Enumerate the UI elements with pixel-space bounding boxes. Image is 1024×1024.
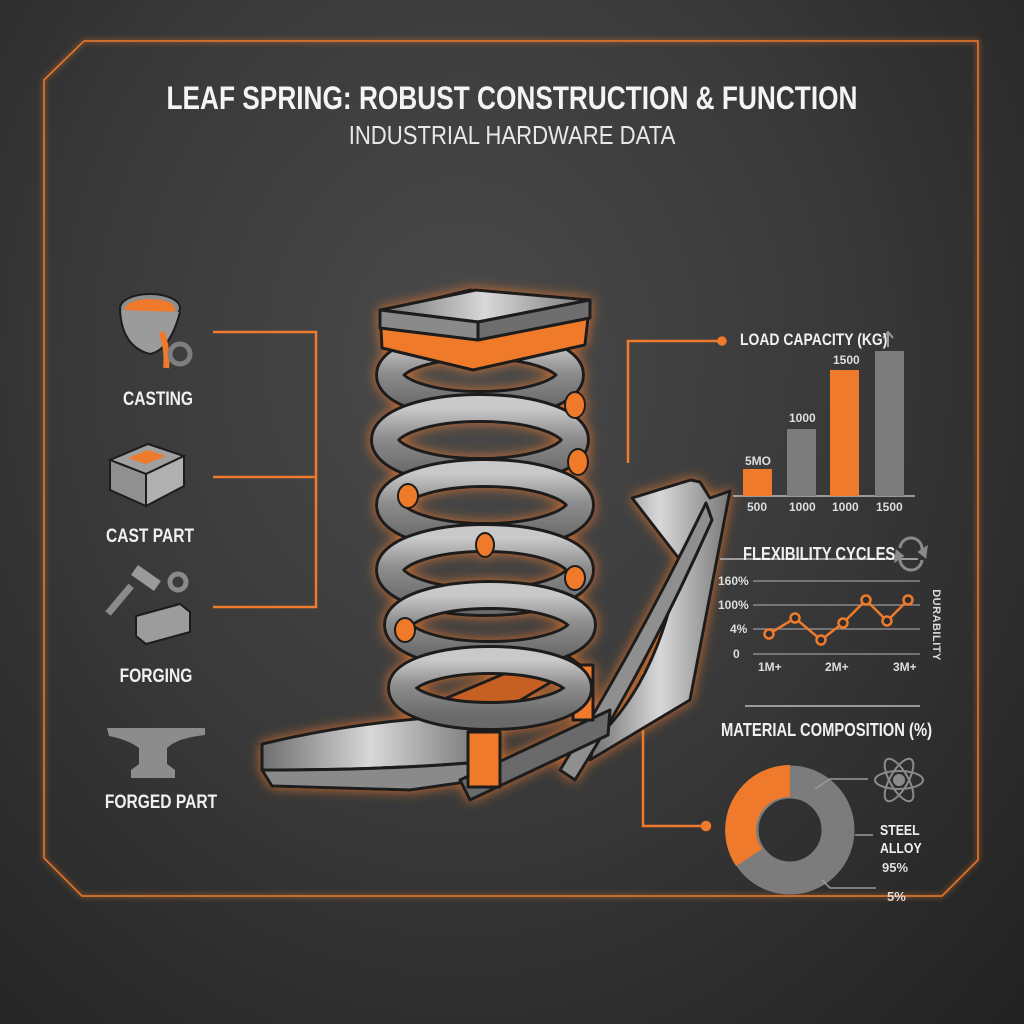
donut-annotation-alloy: ALLOY [880,840,922,857]
bar-category-3: 1000 [832,500,859,514]
arrow-up-icon [882,330,894,347]
bar-category-1: 500 [747,500,768,514]
flexibility-title: FLEXIBILITY CYCLES [743,544,896,564]
y-tick-160: 160% [718,574,749,588]
refresh-cycle-icon [894,536,928,572]
load-capacity-bar-chart [733,330,915,497]
process-label-cast-part: CAST PART [106,526,194,547]
donut-annotation-5: 5% [887,889,906,904]
spring-assembly-illustration [260,288,732,802]
left-connectors [213,330,318,609]
atom-icon [874,757,924,803]
bar-category-4: 1500 [876,500,903,514]
x-tick-2m: 2M+ [825,660,849,674]
donut-annotation-95: 95% [882,860,909,875]
cast-block-icon [107,442,187,508]
durability-axis-label: DURABILITY [929,589,942,661]
page-title: LEAF SPRING: ROBUST CONSTRUCTION & FUNCT… [166,80,858,116]
process-label-forged-part: FORGED PART [104,792,218,813]
bar-data-label-3: 1500 [833,353,860,367]
x-tick-1m: 1M+ [758,660,782,674]
y-tick-100: 100% [718,598,749,612]
x-tick-3m: 3M+ [893,660,917,674]
y-tick-4: 4% [730,622,748,636]
frame-border [43,40,979,897]
donut-annotation-steel: STEEL [880,822,920,839]
load-capacity-title: LOAD CAPACITY (KG) [740,330,888,349]
flexibility-line-chart [720,536,928,655]
bar-category-2: 1000 [789,500,816,514]
ladle-pour-icon [119,293,193,369]
anvil-icon [107,728,205,778]
page-subtitle: INDUSTRIAL HARDWARE DATA [348,120,676,150]
material-composition-donut [725,705,924,895]
y-tick-0: 0 [733,647,740,661]
process-label-forging: FORGING [119,666,193,687]
hammer-gear-icon [105,565,191,646]
process-label-casting: CASTING [122,389,194,410]
bar-data-label-2: 1000 [789,411,816,425]
material-title: MATERIAL COMPOSITION (%) [721,720,933,740]
bar-data-label-1: 5MO [745,454,772,468]
